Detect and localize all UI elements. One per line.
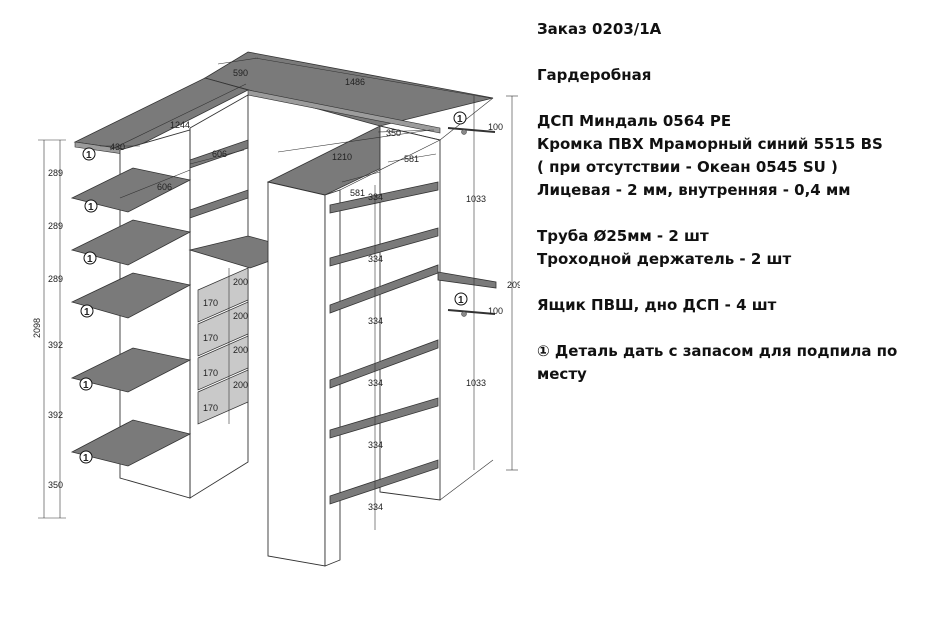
svg-text:1: 1	[458, 295, 464, 306]
dim-height-right: 2098	[507, 280, 520, 290]
dim-drawer-200-4: 200	[233, 380, 248, 390]
marker-1c: 1	[83, 251, 97, 265]
dimension-lines	[38, 57, 518, 530]
dimension-labels: 590 1486 1244 430 606 606 350 1210 581 5…	[32, 68, 520, 512]
top-shelf	[73, 51, 494, 156]
footnote: ① Деталь дать с запасом для подпила по м…	[537, 342, 898, 383]
material-spec: ДСП Миндаль 0564 PE	[537, 112, 732, 130]
dim-mid-334-4: 334	[368, 378, 383, 388]
dim-drawer-170-3: 170	[203, 368, 218, 378]
dim-top-depth: 590	[233, 68, 248, 78]
dim-height-left: 2098	[32, 318, 42, 338]
dim-mid-581-a: 581	[404, 154, 419, 164]
dim-mid-334-6: 334	[368, 502, 383, 512]
dim-drawer-170-2: 170	[203, 333, 218, 343]
edge-alternative: ( при отсутствии - Океан 0545 SU )	[537, 158, 838, 176]
pipe-spec: Труба Ø25мм - 2 шт	[537, 227, 709, 245]
marker-1d: 1	[80, 304, 94, 318]
dim-shelf-606-b: 606	[157, 182, 172, 192]
svg-text:1: 1	[87, 254, 93, 265]
dim-right-100-mid: 100	[488, 306, 503, 316]
dim-right-1033-bottom: 1033	[466, 378, 486, 388]
dim-right-1033-top: 1033	[466, 194, 486, 204]
product-name: Гардеробная	[537, 66, 652, 84]
dim-drawer-200-1: 200	[233, 277, 248, 287]
dim-drawer-200-2: 200	[233, 311, 248, 321]
marker-1g: 1	[453, 111, 467, 125]
right-section	[437, 97, 497, 501]
dim-mid-334-2: 334	[368, 254, 383, 264]
dim-drawer-170-4: 170	[203, 403, 218, 413]
svg-text:1: 1	[86, 150, 92, 161]
drawer-spec: Ящик ПВШ, дно ДСП - 4 шт	[537, 296, 777, 314]
marker-1b: 1	[84, 199, 98, 213]
dim-mid-581-b: 581	[350, 188, 365, 198]
order-number: Заказ 0203/1А	[537, 20, 662, 38]
dim-left-length: 1244	[170, 120, 190, 130]
dim-left-289-a: 289	[48, 168, 63, 178]
dim-mid-334-1: 334	[368, 192, 383, 202]
dim-right-350: 350	[386, 128, 401, 138]
dim-left-289-c: 289	[48, 274, 63, 284]
svg-text:1: 1	[84, 307, 90, 318]
marker-1f: 1	[79, 450, 93, 464]
edge-thickness: Лицевая - 2 мм, внутренняя - 0,4 мм	[537, 181, 851, 199]
marker-1h: 1	[454, 292, 468, 306]
middle-shelves	[329, 181, 439, 505]
dim-mid-334-3: 334	[368, 316, 383, 326]
order-notes: Заказ 0203/1А Гардеробная ДСП Миндаль 05…	[537, 18, 932, 386]
svg-text:1: 1	[88, 202, 94, 213]
dim-left-depth: 430	[110, 142, 125, 152]
edge-spec: Кромка ПВХ Мраморный синий 5515 BS	[537, 135, 883, 153]
dim-drawer-200-3: 200	[233, 345, 248, 355]
wardrobe-drawing: 590 1486 1244 430 606 606 350 1210 581 5…	[32, 51, 520, 567]
dim-top-width: 1486	[345, 77, 365, 87]
dim-mid-334-5: 334	[368, 440, 383, 450]
marker-1e: 1	[79, 377, 93, 391]
svg-text:1: 1	[83, 453, 89, 464]
left-shelves	[70, 139, 249, 467]
dim-left-392-a: 392	[48, 340, 63, 350]
dim-right-100-top: 100	[488, 122, 503, 132]
dim-mid-1210: 1210	[332, 152, 352, 162]
svg-text:1: 1	[83, 380, 89, 391]
svg-text:1: 1	[457, 114, 463, 125]
holder-spec: Троходной держатель - 2 шт	[537, 250, 792, 268]
dim-drawer-170-1: 170	[203, 298, 218, 308]
dim-left-392-b: 392	[48, 410, 63, 420]
dim-left-289-b: 289	[48, 221, 63, 231]
marker-1a: 1	[82, 147, 96, 161]
dim-shelf-606-a: 606	[212, 149, 227, 159]
dim-left-350: 350	[48, 480, 63, 490]
